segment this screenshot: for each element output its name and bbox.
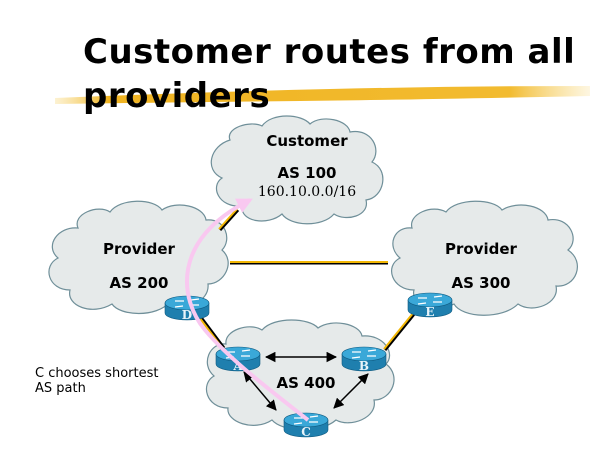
ibgp-link-a-c [243, 371, 277, 411]
slide-title: Customer routes from all providers [83, 30, 575, 118]
annotation-line1: C chooses shortest [35, 366, 159, 381]
customer-as-label: AS 100 [278, 164, 337, 182]
slide-title-line1: Customer routes from all [83, 32, 576, 72]
router-d: D [164, 295, 210, 322]
provider300-name-label: Provider [445, 240, 518, 258]
title-brush-stroke [55, 86, 590, 104]
router-arrows-icon [417, 295, 443, 305]
cloud-provider-as200 [48, 200, 229, 314]
cloud-customer [210, 115, 384, 225]
as400-label: AS 400 [277, 374, 336, 392]
slide-title-line2: providers [83, 76, 271, 116]
router-label: E [425, 305, 434, 319]
ibgp-link-b-c [333, 373, 369, 409]
provider200-as-label: AS 200 [110, 274, 169, 292]
link-as200-as300 [230, 261, 388, 265]
router-arrows-icon [174, 298, 200, 308]
router-arrows-icon [225, 349, 251, 359]
annotation-line2: AS path [35, 381, 86, 396]
route-path-c-to-customer [185, 198, 310, 422]
router-label: C [301, 425, 311, 439]
provider300-as-label: AS 300 [452, 274, 511, 292]
router-arrows-icon [293, 415, 319, 425]
link-e-b [383, 311, 417, 351]
customer-prefix-label: 160.10.0.0/16 [258, 184, 356, 200]
router-label: B [359, 359, 369, 373]
router-label: A [232, 359, 243, 373]
provider200-name-label: Provider [103, 240, 176, 258]
router-e: E [407, 292, 453, 319]
annotation-note: C chooses shortest AS path [35, 366, 158, 396]
router-label: D [182, 308, 192, 322]
router-b: B [341, 346, 387, 373]
link-d-customer [218, 208, 240, 232]
cloud-provider-as300 [391, 200, 578, 316]
customer-name-label: Customer [266, 132, 348, 150]
router-arrows-icon [351, 349, 377, 359]
